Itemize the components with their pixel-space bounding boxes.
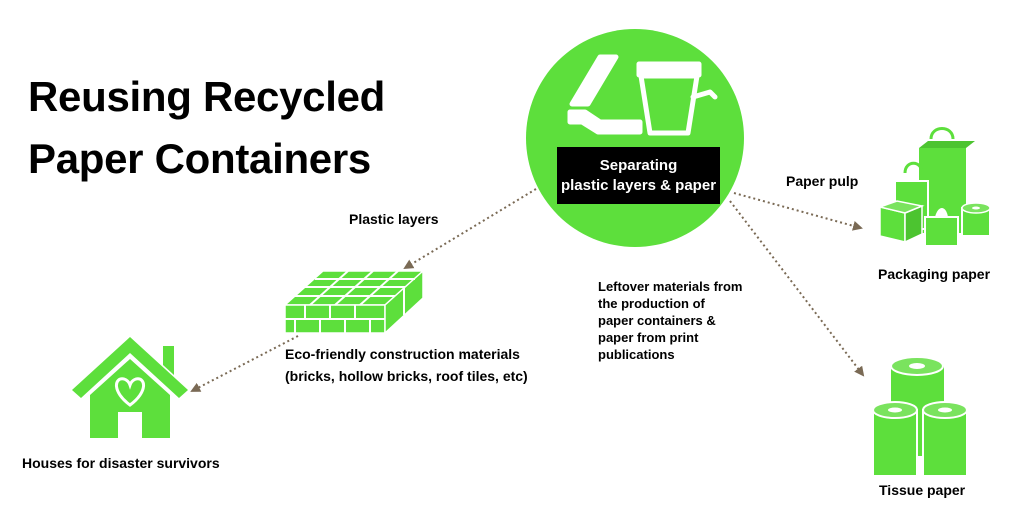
- leftover-line: Leftover materials from: [598, 279, 743, 294]
- edge-label-pulp: Paper pulp: [786, 173, 859, 189]
- arrow-to-construction: [403, 188, 537, 270]
- title-line-1: Reusing Recycled: [28, 73, 385, 120]
- cup-and-tray-icon: [567, 54, 718, 136]
- title-line-2: Paper Containers: [28, 135, 371, 182]
- packaging-boxes-icon: [877, 127, 991, 247]
- bricks-icon: [283, 269, 425, 335]
- leftover-line: publications: [598, 347, 675, 362]
- hub-label-line-2: plastic layers & paper: [560, 176, 717, 194]
- hub-circle: [526, 29, 744, 247]
- arrow-to-houses: [190, 335, 299, 392]
- page-title: Reusing Recycled Paper Containers: [28, 66, 385, 190]
- house-heart-icon: [72, 337, 188, 438]
- construction-line-2: (bricks, hollow bricks, roof tiles, etc): [285, 368, 528, 384]
- node-label-packaging: Packaging paper: [878, 266, 991, 282]
- node-label-construction: Eco-friendly construction materials (bri…: [285, 343, 528, 387]
- node-label-houses: Houses for disaster survivors: [22, 455, 220, 471]
- leftover-line: paper from print: [598, 330, 699, 345]
- arrow-to-tissue: [729, 200, 865, 377]
- hub-label: Separating plastic layers & paper: [557, 147, 720, 204]
- hub-label-line-1: Separating: [599, 156, 678, 174]
- edge-label-leftover: Leftover materials from the production o…: [598, 278, 743, 363]
- arrow-to-packaging: [733, 192, 863, 231]
- leftover-line: the production of: [598, 296, 705, 311]
- tissue-rolls-icon: [872, 356, 968, 477]
- edge-label-plastic: Plastic layers: [349, 211, 439, 227]
- leftover-line: paper containers &: [598, 313, 716, 328]
- construction-line-1: Eco-friendly construction materials: [285, 346, 520, 362]
- node-label-tissue: Tissue paper: [879, 482, 966, 498]
